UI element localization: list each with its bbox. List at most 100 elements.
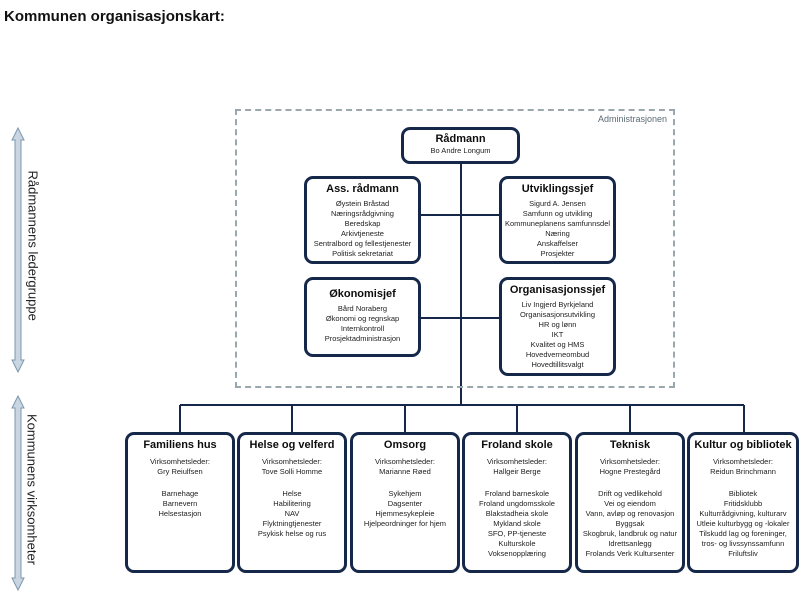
box-line: Vann, avløp og renovasjon [585, 509, 675, 518]
box-line: Kvalitet og HMS [530, 340, 585, 349]
box-line: Prosjektadministrasjon [324, 334, 401, 343]
box-line: Beredskap [344, 219, 381, 228]
box-line: Bo Andre Longum [430, 146, 491, 155]
leader-label: Virksomhetsleder: [262, 457, 322, 466]
box-line: Voksenopplæring [488, 549, 546, 558]
box-title: Organisasjonssjef [509, 284, 606, 296]
unit-box-teknisk: Teknisk Virksomhetsleder: Hogne Prestegå… [575, 432, 685, 573]
leader-label: Virksomhetsleder: [487, 457, 547, 466]
box-line: Hjelpeordninger for hjem [363, 519, 447, 528]
box-line: Idrettsanlegg [608, 539, 652, 548]
leadership-arrow [11, 126, 25, 374]
administration-frame: Administrasjonen [235, 109, 675, 388]
leader-label: Virksomhetsleder: [600, 457, 660, 466]
box-line: Sigurd A. Jensen [529, 199, 586, 208]
box-title: Rådmann [435, 133, 486, 145]
box-line: IKT [551, 330, 564, 339]
box-line: Anskaffelser [536, 239, 579, 248]
box-line: Økonomi og regnskap [325, 314, 400, 323]
unit-box-omsorg: Omsorg Virksomhetsleder: Marianne Røed S… [350, 432, 460, 573]
box-line: Arkivtjeneste [341, 229, 384, 238]
box-title: Utviklingssjef [521, 183, 594, 195]
box-line: NAV [284, 509, 300, 518]
box-line: Barnevern [162, 499, 198, 508]
tree-lines [179, 162, 745, 432]
box-line: Liv Ingjerd Byrkjeland [521, 300, 594, 309]
box-title: Omsorg [383, 439, 427, 451]
box-line: HR og lønn [538, 320, 577, 329]
units-arrow [11, 394, 25, 592]
box-line: Barnehage [161, 489, 199, 498]
box-line: Mykland skole [493, 519, 541, 528]
management-box-organisasjonssjef: Organisasjonssjef Liv Ingjerd Byrkjeland… [499, 277, 616, 376]
box-line: Sentralbord og fellestjenester [313, 239, 412, 248]
box-line: Froland barneskole [484, 489, 550, 498]
box-line: Tilskudd lag og foreninger, [699, 529, 787, 538]
administration-label: Administrasjonen [597, 114, 667, 124]
leadership-group-label: Rådmannens ledergruppe [25, 170, 41, 321]
box-title: Ass. rådmann [326, 183, 399, 195]
box-line: Vei og eiendom [604, 499, 656, 508]
box-line: Samfunn og utvikling [522, 209, 593, 218]
leader-label: Virksomhetsleder: [375, 457, 435, 466]
box-line: Flyktningtjenester [262, 519, 322, 528]
box-title: Teknisk [609, 439, 651, 451]
box-line: Prosjekter [540, 249, 575, 258]
box-line: Næring [545, 229, 570, 238]
leader-name: Reidun Brinchmann [710, 467, 776, 476]
box-line: Helse [282, 489, 302, 498]
box-title: Helse og velferd [249, 439, 335, 451]
box-line: Drift og vedlikehold [598, 489, 662, 498]
box-line: Habilitering [273, 499, 311, 508]
box-title: Familiens hus [143, 439, 217, 451]
box-line: Kommuneplanens samfunnsdel [504, 219, 611, 228]
leader-name: Tove Solli Homme [261, 467, 323, 476]
box-title: Kultur og bibliotek [694, 439, 792, 451]
leader-name: Hogne Prestegård [599, 467, 661, 476]
box-line: Psykisk helse og rus [257, 529, 327, 538]
box-line: Utleie kulturbygg og -lokaler [696, 519, 790, 528]
box-line: Politisk sekretariat [332, 249, 393, 258]
leader-label: Virksomhetsleder: [713, 457, 773, 466]
box-line: Kulturrådgivning, kulturarv [699, 509, 787, 518]
unit-box-kultur-og-bibliotek: Kultur og bibliotek Virksomhetsleder: Re… [687, 432, 799, 573]
box-line: Hovedverneombud [525, 350, 590, 359]
leader-label: Virksomhetsleder: [150, 457, 210, 466]
units-group-label: Kommunens virksomheter [24, 414, 40, 565]
box-line: Internkontroll [340, 324, 385, 333]
box-line: Øystein Bråstad [335, 199, 390, 208]
management-box-ass-radmann: Ass. rådmann Øystein Bråstad Næringsrådg… [304, 176, 421, 264]
radmann-box: Rådmann Bo Andre Longum [401, 127, 520, 164]
leader-name: Gry Reiulfsen [157, 467, 203, 476]
leader-name: Hallgeir Berge [493, 467, 541, 476]
box-line: Friluftsliv [728, 549, 758, 558]
box-line: SFO, PP-tjeneste [487, 529, 547, 538]
management-box-utviklingssjef: Utviklingssjef Sigurd A. Jensen Samfunn … [499, 176, 616, 264]
box-line: Dagsenter [387, 499, 423, 508]
box-line: Hjemmesykepleie [375, 509, 435, 518]
box-line: Byggsak [615, 519, 645, 528]
box-line: Hovedtillitsvalgt [531, 360, 584, 369]
leader-name: Marianne Røed [379, 467, 431, 476]
box-line: Helsestasjon [158, 509, 202, 518]
box-title: Froland skole [481, 439, 553, 451]
unit-box-helse-og-velferd: Helse og velferd Virksomhetsleder: Tove … [237, 432, 347, 573]
box-line: Organisasjonsutvikling [519, 310, 596, 319]
box-line: Bibliotek [728, 489, 758, 498]
box-line: Kulturskole [498, 539, 536, 548]
box-line: Fritidsklubb [723, 499, 763, 508]
box-line: Sykehjem [388, 489, 422, 498]
box-line: Frolands Verk Kultursenter [585, 549, 675, 558]
unit-box-froland-skole: Froland skole Virksomhetsleder: Hallgeir… [462, 432, 572, 573]
box-line: Skogbruk, landbruk og natur [582, 529, 678, 538]
management-box-okonomisjef: Økonomisjef Bård Noraberg Økonomi og reg… [304, 277, 421, 357]
box-line: Froland ungdomsskole [479, 499, 555, 508]
page-title: Kommunen organisasjonskart: [4, 8, 225, 25]
box-line: tros- og livssynssamfunn [701, 539, 785, 548]
box-line: Bård Noraberg [337, 304, 388, 313]
unit-box-familiens-hus: Familiens hus Virksomhetsleder: Gry Reiu… [125, 432, 235, 573]
box-line: Blakstadheia skole [485, 509, 549, 518]
box-title: Økonomisjef [329, 288, 396, 300]
box-line: Næringsrådgivning [331, 209, 394, 218]
